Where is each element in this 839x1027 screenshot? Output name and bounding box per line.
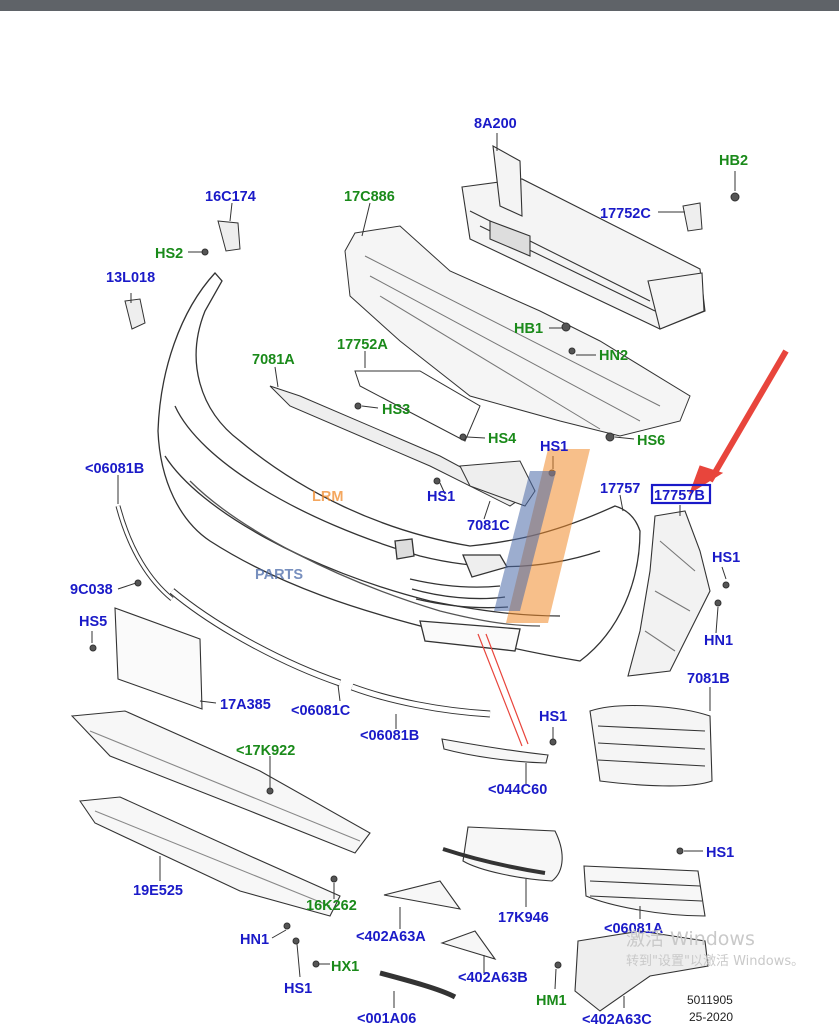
parts-diagram: LRM PARTS 8A200 HB2 17752C 16C174 17C886… (70, 116, 789, 1027)
part-label: 9C038 (70, 582, 113, 598)
part-label: <001A06 (357, 1011, 416, 1027)
diagram-code: 5011905 (687, 993, 733, 1007)
part-label: 13L018 (106, 270, 155, 286)
lower-trim-pieces (379, 738, 709, 1012)
part-label: <17K922 (236, 743, 295, 759)
part-label: 17757B (654, 488, 705, 504)
part-label: <402A63C (582, 1012, 652, 1027)
part-label: HB2 (719, 153, 748, 169)
part-label: <402A63B (458, 970, 528, 986)
part-label: <402A63A (356, 929, 426, 945)
part-label: HS3 (382, 402, 410, 418)
part-label: 17757 (600, 481, 640, 497)
undertray (344, 225, 691, 437)
part-label: 17752A (337, 337, 388, 353)
part-label: 7081C (467, 518, 510, 534)
part-label: HN1 (704, 633, 733, 649)
leader-lines (91, 133, 736, 1008)
part-label: <06081C (291, 703, 351, 719)
fasteners (89, 192, 740, 969)
windows-activation-title: 激活 Windows (626, 928, 755, 950)
part-label: HM1 (536, 993, 567, 1009)
part-label: 17C886 (344, 189, 395, 205)
part-label: HS4 (488, 431, 516, 447)
red-arrow (707, 349, 789, 483)
right-grille (589, 705, 713, 787)
logo-line-2: PARTS (255, 567, 303, 583)
part-label: HN2 (599, 348, 628, 364)
red-pointer-lines (477, 633, 529, 747)
part-label: 17K946 (498, 910, 549, 926)
part-label: 17752C (600, 206, 651, 222)
part-label: 16C174 (205, 189, 256, 205)
part-label: HS1 (712, 550, 740, 566)
part-label: 16K262 (306, 898, 357, 914)
bumper-beam (461, 144, 706, 330)
part-label: HS6 (637, 433, 665, 449)
licence-plate-bracket (114, 607, 203, 710)
diagram-date: 25-2020 (689, 1010, 734, 1024)
logo-line-1: LRM (312, 489, 343, 505)
highlight-box (650, 483, 712, 505)
part-label: 7081A (252, 352, 295, 368)
side-trim-strip (115, 505, 174, 601)
part-label: <044C60 (488, 782, 547, 798)
part-label: HN1 (240, 932, 269, 948)
part-label: HS1 (706, 845, 734, 861)
small-brackets (124, 202, 703, 507)
right-side-bracket (627, 510, 711, 677)
part-label: HS5 (79, 614, 107, 630)
lrm-parts-logo: LRM PARTS (255, 449, 590, 623)
windows-activation-hint: 转到"设置"以激活 Windows。 (626, 954, 805, 969)
part-label: 8A200 (474, 116, 517, 132)
part-label: HB1 (514, 321, 543, 337)
part-label: <06081A (604, 921, 664, 937)
part-label: 7081B (687, 671, 730, 687)
part-label: HS1 (539, 709, 567, 725)
title-bar (0, 0, 839, 11)
part-label: HS1 (540, 439, 568, 455)
part-label: HS1 (284, 981, 312, 997)
lower-undershields (70, 710, 371, 917)
part-label: 19E525 (133, 883, 183, 899)
part-label: <06081B (85, 461, 144, 477)
part-label: 17A385 (220, 697, 271, 713)
part-label: <06081B (360, 728, 419, 744)
part-labels: 8A200 HB2 17752C 16C174 17C886 HS2 13L01… (70, 116, 748, 1027)
part-label: HS2 (155, 246, 183, 262)
part-label: HX1 (331, 959, 359, 975)
part-label: HS1 (427, 489, 455, 505)
